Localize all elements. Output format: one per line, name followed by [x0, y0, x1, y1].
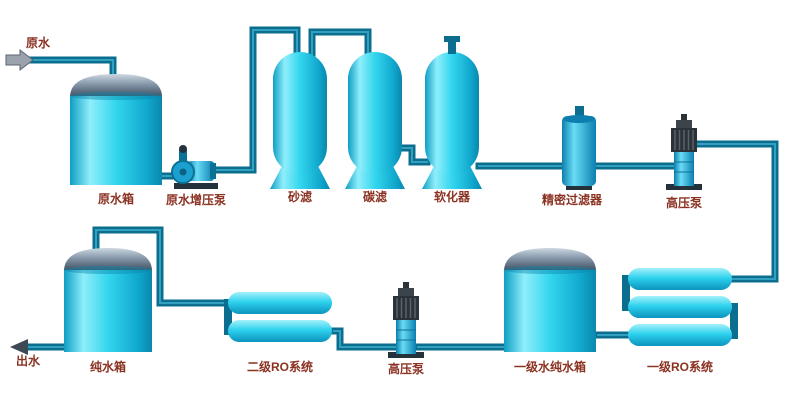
- raw-water-tank: [70, 74, 162, 185]
- label-stage1-pure-water-tank: 一级水纯水箱: [513, 360, 587, 374]
- sand-filter-vessel: [270, 52, 330, 189]
- stage1-pure-water-tank: [504, 248, 596, 352]
- softener-vessel: [422, 36, 482, 189]
- label-high-pressure-pump-2: 高压泵: [387, 362, 425, 376]
- carbon-filter-vessel: [345, 52, 405, 189]
- label-ro-stage1: 一级RO系统: [646, 360, 714, 374]
- precision-filter: [562, 106, 596, 190]
- ro-stage1-membranes: [622, 268, 738, 346]
- label-high-pressure-pump-1: 高压泵: [665, 196, 703, 210]
- label-carbon-filter: 碳滤: [362, 190, 388, 204]
- label-ro-stage2: 二级RO系统: [246, 360, 314, 374]
- label-water-out: 出水: [16, 354, 41, 368]
- ro-stage2-membranes: [224, 292, 332, 342]
- booster-pump: [171, 145, 218, 189]
- label-precision-filter: 精密过滤器: [541, 193, 603, 207]
- label-raw-water-tank: 原水箱: [97, 192, 135, 206]
- inlet-arrow-icon: [5, 48, 34, 72]
- high-pressure-pump-1: [665, 113, 703, 191]
- label-softener: 软化器: [433, 190, 471, 204]
- label-pure-water-tank: 纯水箱: [89, 360, 127, 374]
- outlet-arrow-icon: [10, 339, 28, 355]
- pure-water-tank: [64, 248, 152, 352]
- label-booster-pump: 原水增压泵: [165, 193, 227, 207]
- label-sand-filter: 砂滤: [287, 190, 313, 204]
- label-raw-water-in: 原水: [26, 36, 51, 50]
